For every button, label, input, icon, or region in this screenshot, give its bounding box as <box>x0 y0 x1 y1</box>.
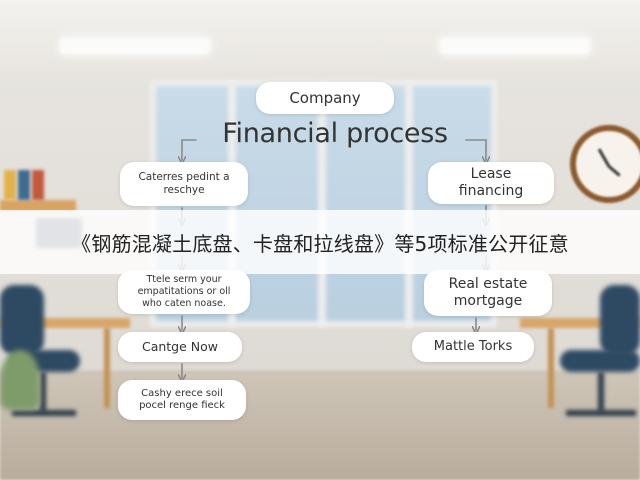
desk-leg <box>548 328 554 408</box>
connector-arrow <box>465 139 486 160</box>
right-step-2: Real estate mortgage <box>424 270 552 316</box>
office-chair-seat <box>560 350 640 372</box>
office-chair <box>600 285 640 355</box>
company-node: Company <box>256 82 394 114</box>
office-chair-base <box>12 410 76 416</box>
window-frame <box>405 80 413 327</box>
window-frame <box>318 80 326 327</box>
desk-leg <box>104 328 110 408</box>
diagram-title: Financial process <box>222 118 448 149</box>
clock-icon <box>570 125 640 203</box>
left-step-1: Caterres pedint a reschye <box>120 162 248 206</box>
shelf <box>0 200 76 212</box>
caption-banner: 《钢筋混凝土底盘、卡盘和拉线盘》等5项标准公开征意 <box>0 210 640 274</box>
ceiling-light <box>60 38 210 54</box>
plant <box>0 350 40 410</box>
left-step-2: Ttele serm your empatitations or oll who… <box>118 270 250 314</box>
connector-arrow <box>182 139 197 160</box>
right-step-1: Lease financing <box>428 162 554 204</box>
ceiling <box>0 0 640 70</box>
office-chair <box>0 285 44 355</box>
right-step-3: Mattle Torks <box>412 332 534 362</box>
ceiling-light <box>440 38 590 54</box>
book <box>18 170 30 200</box>
desk <box>520 318 640 328</box>
book <box>32 170 44 200</box>
caption-text: 《钢筋混凝土底盘、卡盘和拉线盘》等5项标准公开征意 <box>71 231 569 256</box>
book <box>4 170 16 200</box>
office-chair-base <box>598 372 604 412</box>
left-step-4: Cashy erece soil pocel renge fieck <box>118 380 246 420</box>
left-step-3: Cantge Now <box>118 332 242 362</box>
desk <box>0 318 130 328</box>
office-chair-base <box>566 410 636 416</box>
office-chair-base <box>40 372 46 412</box>
